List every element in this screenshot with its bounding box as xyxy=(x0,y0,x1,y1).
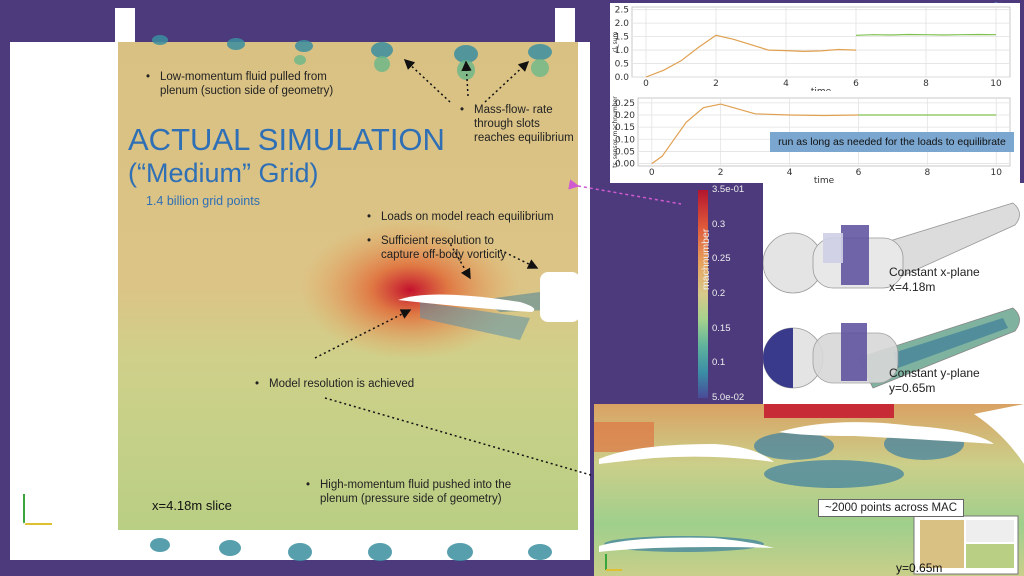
plot-area xyxy=(631,6,1011,78)
title-actual-simulation: ACTUAL SIMULATION xyxy=(128,122,445,157)
slice-label: x=4.18m slice xyxy=(152,498,232,513)
colorbar-tick-label: 3.5e-01 xyxy=(712,184,745,195)
x-tick-label: 6 xyxy=(853,79,859,89)
xplane-caption-1: Constant x-plane xyxy=(889,265,980,279)
y-tick-label: 1.0 xyxy=(615,46,630,56)
bullet-loads: Loads on model reach equilibrium xyxy=(367,210,581,224)
mac-label: ~2000 points across MAC xyxy=(818,499,964,517)
colorbar-tick-label: 0.25 xyxy=(712,253,731,265)
y-tick-label: 2.5 xyxy=(615,6,629,16)
y-tick-label: 0.25 xyxy=(615,99,635,109)
model-render-xplane xyxy=(763,202,1020,389)
title-medium-grid: (“Medium” Grid) xyxy=(128,158,319,188)
x-tick-label: 10 xyxy=(990,168,1002,178)
colorbar-tick-label: 0.15 xyxy=(712,322,731,334)
x-tick-label: 2 xyxy=(713,79,719,89)
colorbar-tick-label: 0.1 xyxy=(712,357,726,369)
axis-z-label: Z xyxy=(29,488,37,502)
y-tick-label: 0.05 xyxy=(615,147,635,157)
grid-points-label: 1.4 billion grid points xyxy=(146,194,260,208)
y-tick-label: 1.5 xyxy=(615,33,629,43)
y-tick-label: 0.00 xyxy=(615,160,635,170)
x-tick-label: 8 xyxy=(923,79,929,89)
x-axis-label: time xyxy=(814,176,835,184)
colorbar-title: machnumber xyxy=(700,228,712,290)
bullet-model-resolution: Model resolution is achieved xyxy=(255,377,469,391)
y-axis-label: cl_sum xyxy=(612,31,619,52)
series-line xyxy=(651,103,859,165)
colorbar-tick-label: 0.3 xyxy=(712,218,726,230)
y-tick-label: 0.0 xyxy=(615,73,630,83)
y-axis-label: ts_sensor_machnumber xyxy=(612,96,619,168)
x-axis-label: time xyxy=(811,87,832,91)
xplane-caption-2: x=4.18m xyxy=(889,280,936,294)
y-tick-label: 0.15 xyxy=(615,123,635,133)
x-tick-label: 0 xyxy=(649,168,655,178)
zoom-slice-label: y=0.65m xyxy=(896,561,943,575)
y-tick-label: 0.10 xyxy=(615,135,635,145)
yplane-zoom-image xyxy=(594,404,1024,576)
y-tick-label: 0.20 xyxy=(615,111,635,121)
series-line xyxy=(855,33,997,36)
equilibrate-callout: run as long as needed for the loads to e… xyxy=(770,132,1014,152)
y-tick-label: 2.0 xyxy=(615,19,630,29)
series-line xyxy=(645,34,857,78)
y-tick-label: 0.5 xyxy=(615,60,629,70)
bullet-resolution: Sufficient resolution to capture off-bod… xyxy=(367,234,521,262)
x-tick-label: 8 xyxy=(924,168,930,178)
x-tick-label: 6 xyxy=(856,168,862,178)
bullet-mass-flow: Mass-flow- rate through slots reaches eq… xyxy=(460,103,574,145)
axis-y-label: Y xyxy=(54,518,63,532)
yplane-caption-1: Constant y-plane xyxy=(889,366,980,380)
axes-triad-icon xyxy=(23,494,52,525)
colorbar-tick-label: 5.0e-02 xyxy=(712,392,745,403)
axis-x-label: X xyxy=(20,518,29,532)
x-tick-label: 2 xyxy=(718,168,724,178)
bullet-high-momentum: High-momentum fluid pushed into the plen… xyxy=(306,478,550,506)
colorbar-gradient xyxy=(698,190,708,398)
colorbar-panel xyxy=(681,183,763,405)
yplane-caption-2: y=0.65m xyxy=(889,381,936,395)
x-tick-label: 4 xyxy=(783,79,789,89)
x-tick-label: 10 xyxy=(990,79,1002,89)
x-tick-label: 0 xyxy=(643,79,649,89)
bullet-low-momentum: Low-momentum fluid pulled from plenum (s… xyxy=(146,70,360,98)
x-tick-label: 4 xyxy=(787,168,793,178)
cl-sum-chart: 0 2 4 6 8 10 0.0 0.5 1.0 1.5 2.0 2.5 time cl_sum xyxy=(612,6,1011,91)
colorbar-tick-label: 0.2 xyxy=(712,288,726,299)
